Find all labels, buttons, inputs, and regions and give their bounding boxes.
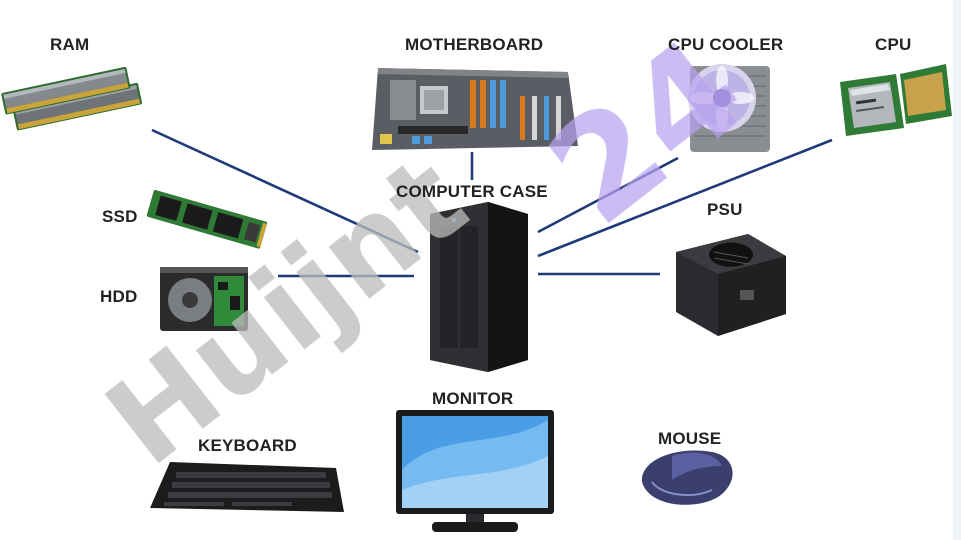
label-keyboard: KEYBOARD — [198, 436, 297, 455]
ssd-image — [146, 190, 268, 249]
connector-cpu-cooler — [537, 156, 679, 234]
label-psu: PSU — [707, 200, 743, 219]
label-ssd: SSD — [102, 207, 138, 226]
keyboard-image — [150, 462, 344, 512]
cpu-cooler-image — [688, 64, 770, 152]
labels: RAM MOTHERBOARD CPU COOLER CPU COMPUTER … — [50, 35, 912, 455]
label-cpu: CPU — [875, 35, 912, 54]
motherboard-image — [372, 68, 578, 150]
connector-ram — [151, 128, 419, 254]
label-motherboard: MOTHERBOARD — [405, 35, 543, 54]
label-cpu-cooler: CPU COOLER — [668, 35, 783, 54]
right-edge-strip — [953, 0, 961, 540]
psu-image — [676, 234, 786, 336]
label-ram: RAM — [50, 35, 89, 54]
label-computer-case: COMPUTER CASE — [396, 182, 548, 201]
connector-lines — [151, 128, 833, 278]
hdd-image — [160, 267, 248, 331]
cpu-image — [840, 64, 952, 136]
label-monitor: MONITOR — [432, 389, 513, 408]
ram-image — [1, 67, 142, 131]
mouse-image — [641, 450, 733, 505]
computer-case-image — [430, 202, 528, 372]
connector-cpu — [537, 138, 833, 258]
monitor-image — [396, 410, 554, 532]
label-hdd: HDD — [100, 287, 137, 306]
label-mouse: MOUSE — [658, 429, 721, 448]
